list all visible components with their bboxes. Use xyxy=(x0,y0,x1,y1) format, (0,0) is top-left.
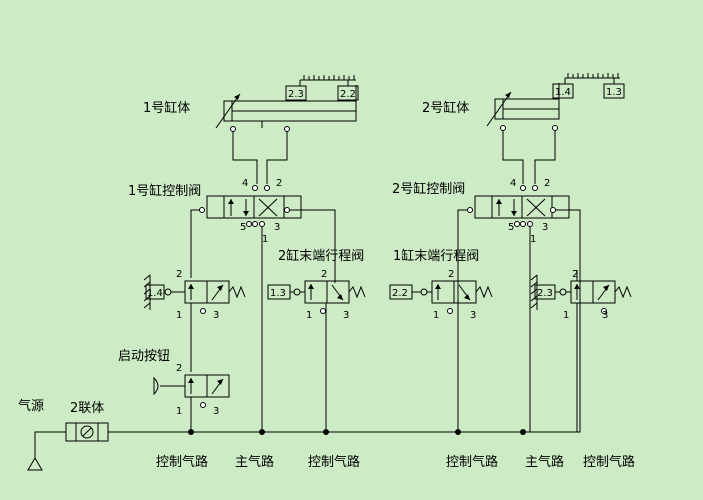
scale-2-mark-a: 1.4 xyxy=(555,87,571,98)
air-source-label: 气源 xyxy=(18,398,44,414)
control-valve-1 xyxy=(199,185,302,227)
travel-valve-2-label: 1缸末端行程阀 xyxy=(393,248,479,264)
sb-port-2: 2 xyxy=(176,363,182,374)
start-button-label: 启动按钮 xyxy=(118,349,170,364)
cv2-port-2: 2 xyxy=(544,178,550,189)
scale-1-mark-a: 2.3 xyxy=(288,89,304,100)
cylinder-1-label: 1号缸体 xyxy=(143,100,190,116)
cv1-port-2: 2 xyxy=(276,178,282,189)
cv1-port-4: 4 xyxy=(242,178,248,189)
travel-valve-2-tag: 2.2 xyxy=(392,288,408,299)
tv2-port-2: 2 xyxy=(448,269,454,280)
control-valve-2 xyxy=(467,185,570,227)
start-button-valve[interactable] xyxy=(153,374,230,408)
limit-valve-1 xyxy=(143,274,246,314)
cv2-port-3: 3 xyxy=(542,222,548,233)
sb-port-3: 3 xyxy=(213,406,219,417)
lv2-port-1: 1 xyxy=(563,310,569,321)
scale-2-mark-b: 1.3 xyxy=(606,87,622,98)
cv2-port-4: 4 xyxy=(510,178,516,189)
cv2-port-1: 1 xyxy=(530,234,536,245)
scale-1-mark-b: 2.2 xyxy=(340,89,356,100)
line-label-1: 控制气路 xyxy=(156,454,208,470)
tv2-port-1: 1 xyxy=(433,310,439,321)
cylinder-1 xyxy=(215,85,357,132)
triple-unit xyxy=(65,422,109,442)
lv1-port-2: 2 xyxy=(176,269,182,280)
triple-unit-label: 2联体 xyxy=(70,401,104,416)
tv1-port-2: 2 xyxy=(321,269,327,280)
limit-valve-2 xyxy=(530,274,632,314)
line-label-2: 主气路 xyxy=(235,454,274,470)
lv1-port-3: 3 xyxy=(213,310,219,321)
gauge-icon xyxy=(80,425,94,439)
line-label-5: 主气路 xyxy=(525,454,564,470)
cylinder-2 xyxy=(486,83,560,131)
cylinder-1-scale xyxy=(285,75,359,101)
lv2-port-2: 2 xyxy=(572,269,578,280)
cylinder-2-label: 2号缸体 xyxy=(422,100,469,116)
travel-valve-1 xyxy=(267,280,366,314)
travel-valve-1-label: 2缸末端行程阀 xyxy=(278,248,364,264)
lv2-port-3: 3 xyxy=(602,310,608,321)
lv1-port-1: 1 xyxy=(176,310,182,321)
cv1-port-3: 3 xyxy=(274,222,280,233)
cv1-port-5: 5 xyxy=(240,222,246,233)
cv2-port-5: 5 xyxy=(508,222,514,233)
tv1-port-3: 3 xyxy=(343,310,349,321)
cv1-port-1: 1 xyxy=(262,234,268,245)
line-label-4: 控制气路 xyxy=(446,454,498,470)
line-label-3: 控制气路 xyxy=(308,454,360,470)
travel-valve-2 xyxy=(389,280,493,314)
limit-valve-1-tag: 1.4 xyxy=(147,288,163,299)
control-valve-1-label: 1号缸控制阀 xyxy=(128,183,201,199)
travel-valve-1-tag: 1.3 xyxy=(270,288,286,299)
control-valve-2-label: 2号缸控制阀 xyxy=(392,181,465,197)
push-button-icon[interactable] xyxy=(153,376,159,396)
limit-valve-2-tag: 2.3 xyxy=(537,288,553,299)
sb-port-1: 1 xyxy=(176,406,182,417)
cylinder-2-scale xyxy=(552,73,625,99)
tv1-port-1: 1 xyxy=(306,310,312,321)
line-label-6: 控制气路 xyxy=(583,454,635,470)
tv2-port-3: 3 xyxy=(470,310,476,321)
air-source-icon xyxy=(27,457,43,471)
